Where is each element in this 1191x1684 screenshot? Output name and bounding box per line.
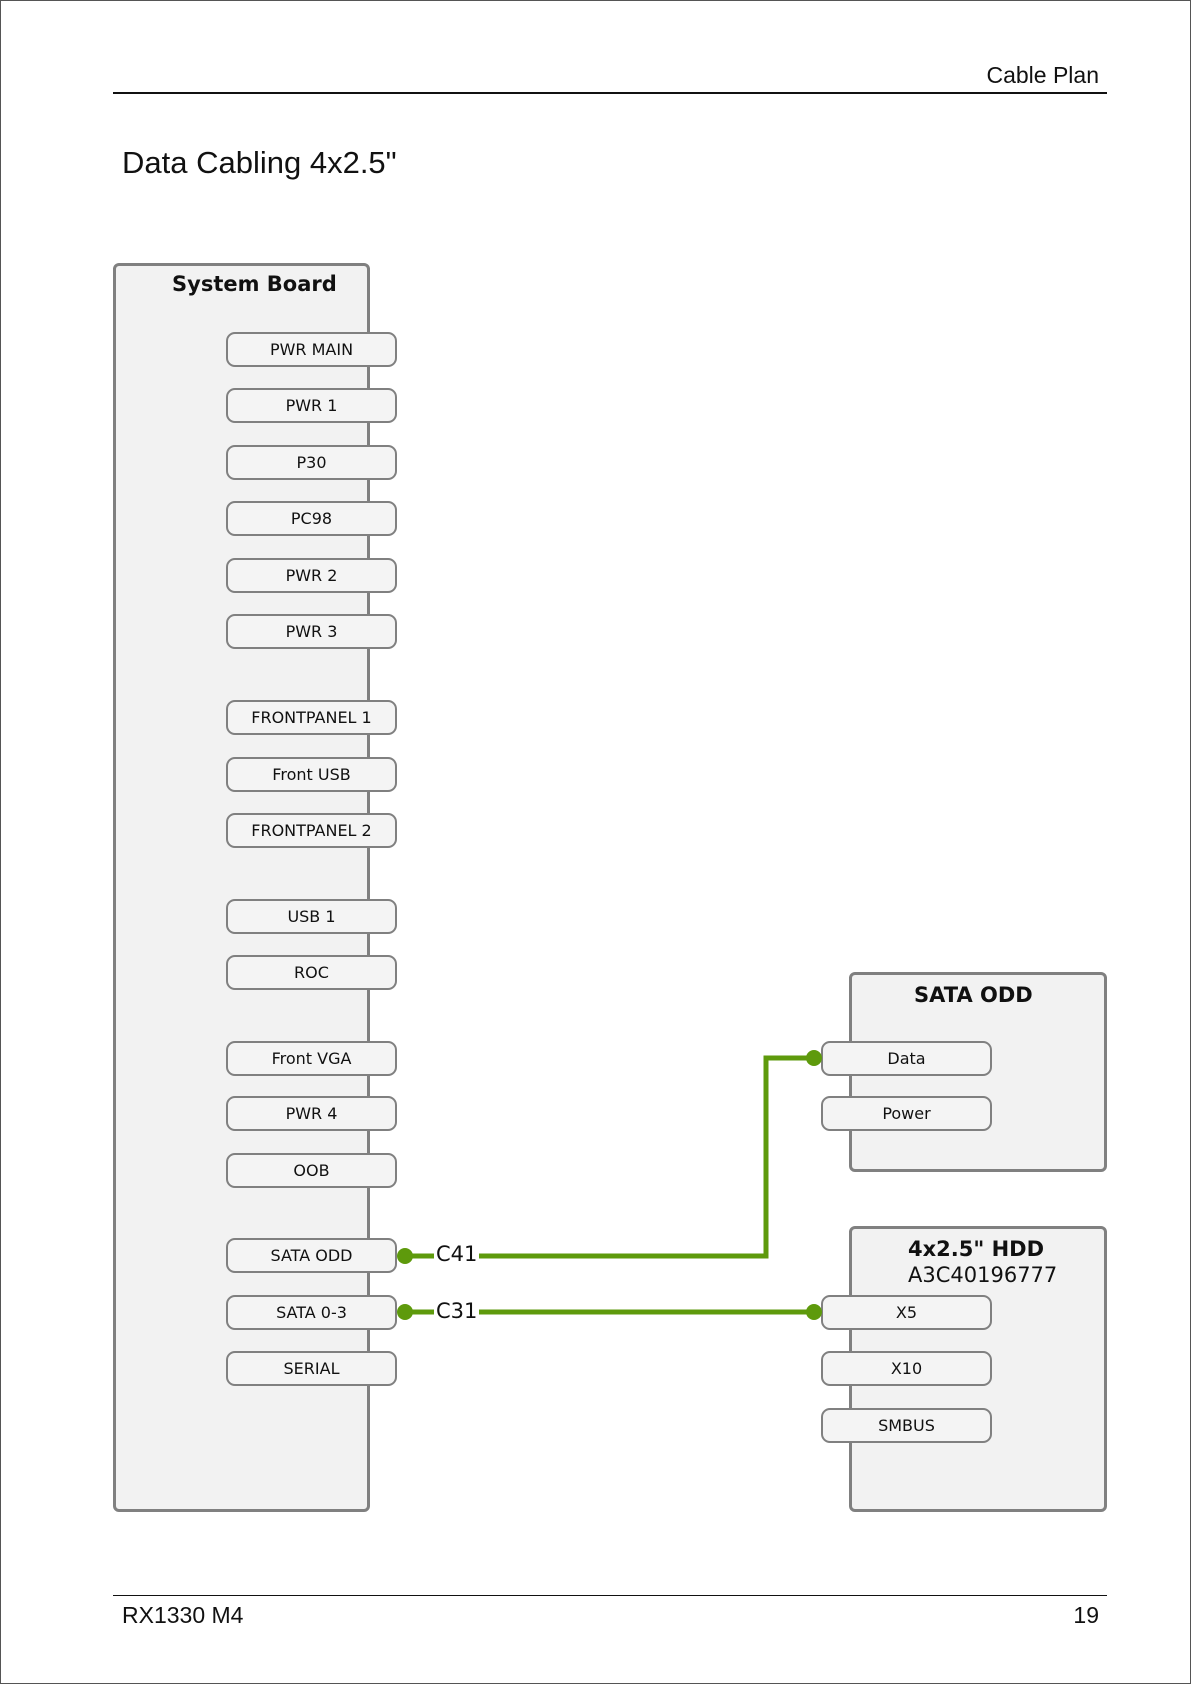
cable-c41-start-dot <box>397 1248 413 1264</box>
footer-model: RX1330 M4 <box>122 1602 243 1629</box>
cable-c41-line <box>405 1058 814 1256</box>
footer-rule <box>113 1595 1107 1596</box>
cable-c41-end-dot <box>806 1050 822 1066</box>
footer-page-number: 19 <box>1073 1602 1099 1629</box>
cable-c31-end-dot <box>806 1304 822 1320</box>
cable-c41 <box>397 1050 822 1264</box>
cable-c41-label: C41 <box>434 1242 479 1266</box>
cable-c31-start-dot <box>397 1304 413 1320</box>
cable-c31-label: C31 <box>434 1299 479 1323</box>
